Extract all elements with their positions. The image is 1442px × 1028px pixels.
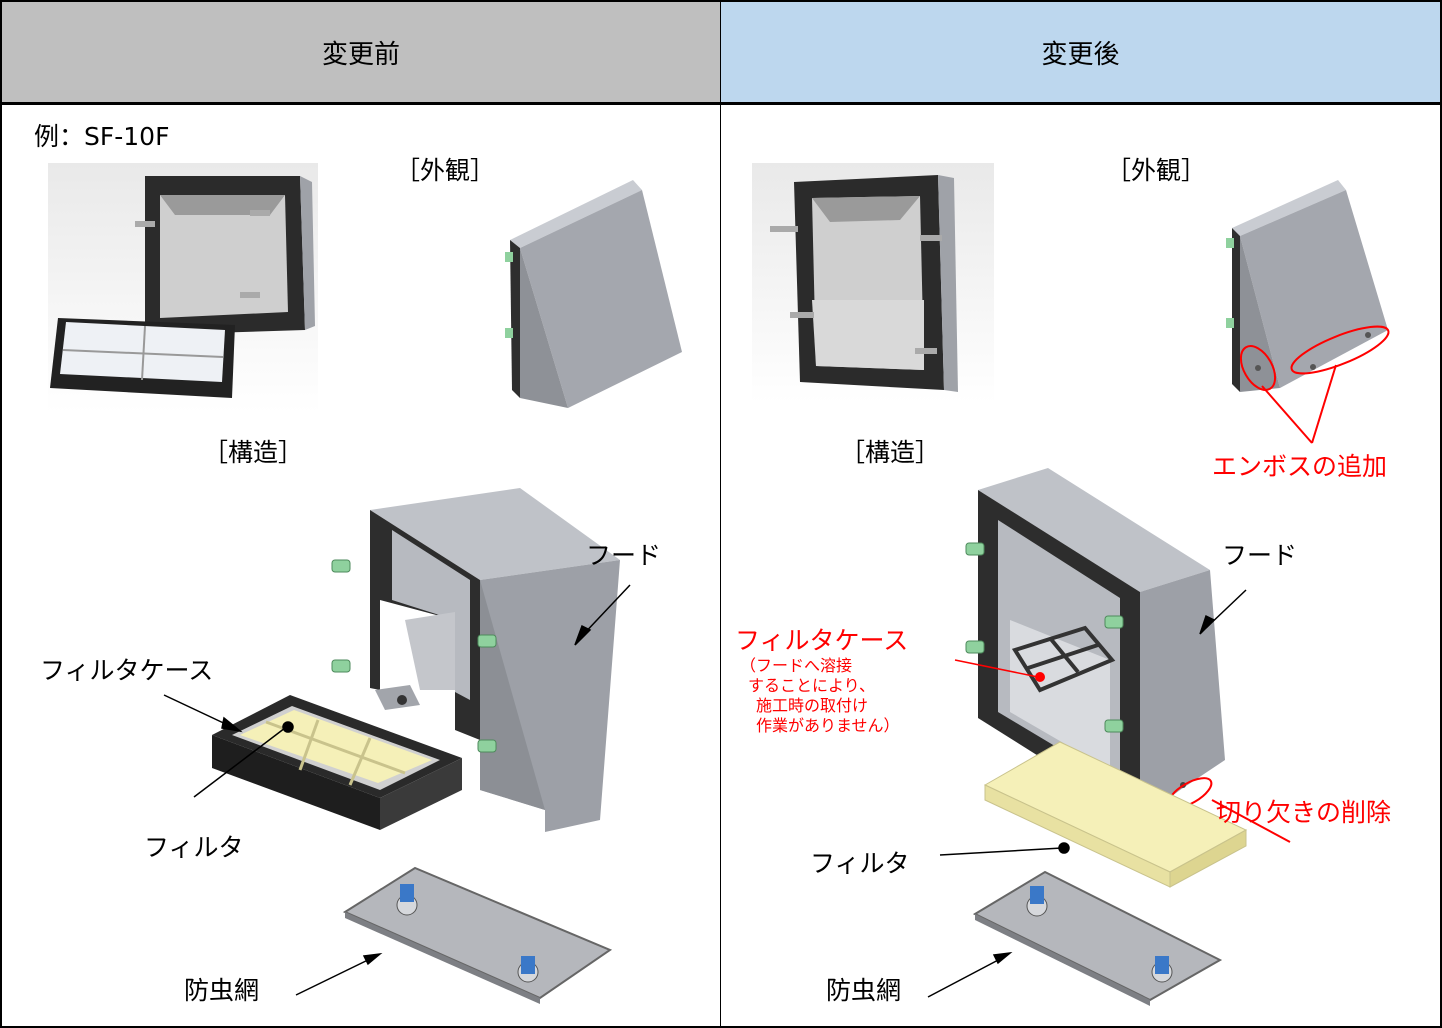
right-insect-net: [972, 870, 1223, 1006]
after-cell: [720, 103, 1442, 1028]
emboss-note: エンボスの追加: [1212, 452, 1388, 481]
right-structure-hood: [965, 468, 1225, 820]
right-hood-label: フード: [1222, 541, 1298, 570]
left-structure-label: ［構造］: [203, 438, 304, 467]
right-structure-label: ［構造］: [840, 438, 941, 467]
right-photo: [752, 163, 994, 403]
filter-case-note-2: することにより、: [748, 676, 876, 695]
left-insect-net: [342, 866, 613, 1004]
right-insect-net-label: 防虫網: [826, 976, 902, 1005]
right-appearance-label: ［外観］: [1106, 156, 1207, 185]
left-appearance-hood: [505, 180, 682, 408]
left-hood-label: フード: [586, 541, 662, 570]
right-appearance-hood: [1226, 180, 1388, 392]
filter-case-note-4: 作業がありません）: [756, 716, 900, 735]
right-filter-case-leader: [954, 659, 1045, 682]
filter-case-note-3: 施工時の取付け: [756, 696, 869, 715]
right-filter-case-label: フィルタケース: [735, 626, 909, 655]
left-appearance-label: ［外観］: [395, 156, 496, 185]
left-photo: [48, 163, 318, 413]
right-leader-lines: [927, 589, 1247, 998]
left-filter-case: [212, 695, 462, 830]
left-filter-label: フィルタ: [144, 833, 244, 862]
notch-note: 切り欠きの削除: [1216, 798, 1392, 827]
right-filter-label: フィルタ: [810, 849, 910, 878]
left-leader-lines: [163, 584, 631, 996]
right-filter: [983, 741, 1248, 888]
left-filter-case-label: フィルタケース: [40, 656, 214, 685]
left-insect-net-label: 防虫網: [184, 976, 260, 1005]
filter-case-note-1: （フードへ溶接: [740, 656, 853, 675]
emboss-markers: [1239, 325, 1390, 444]
header-before: 変更前: [0, 0, 721, 104]
example-label: 例：SF-10F: [34, 122, 170, 151]
